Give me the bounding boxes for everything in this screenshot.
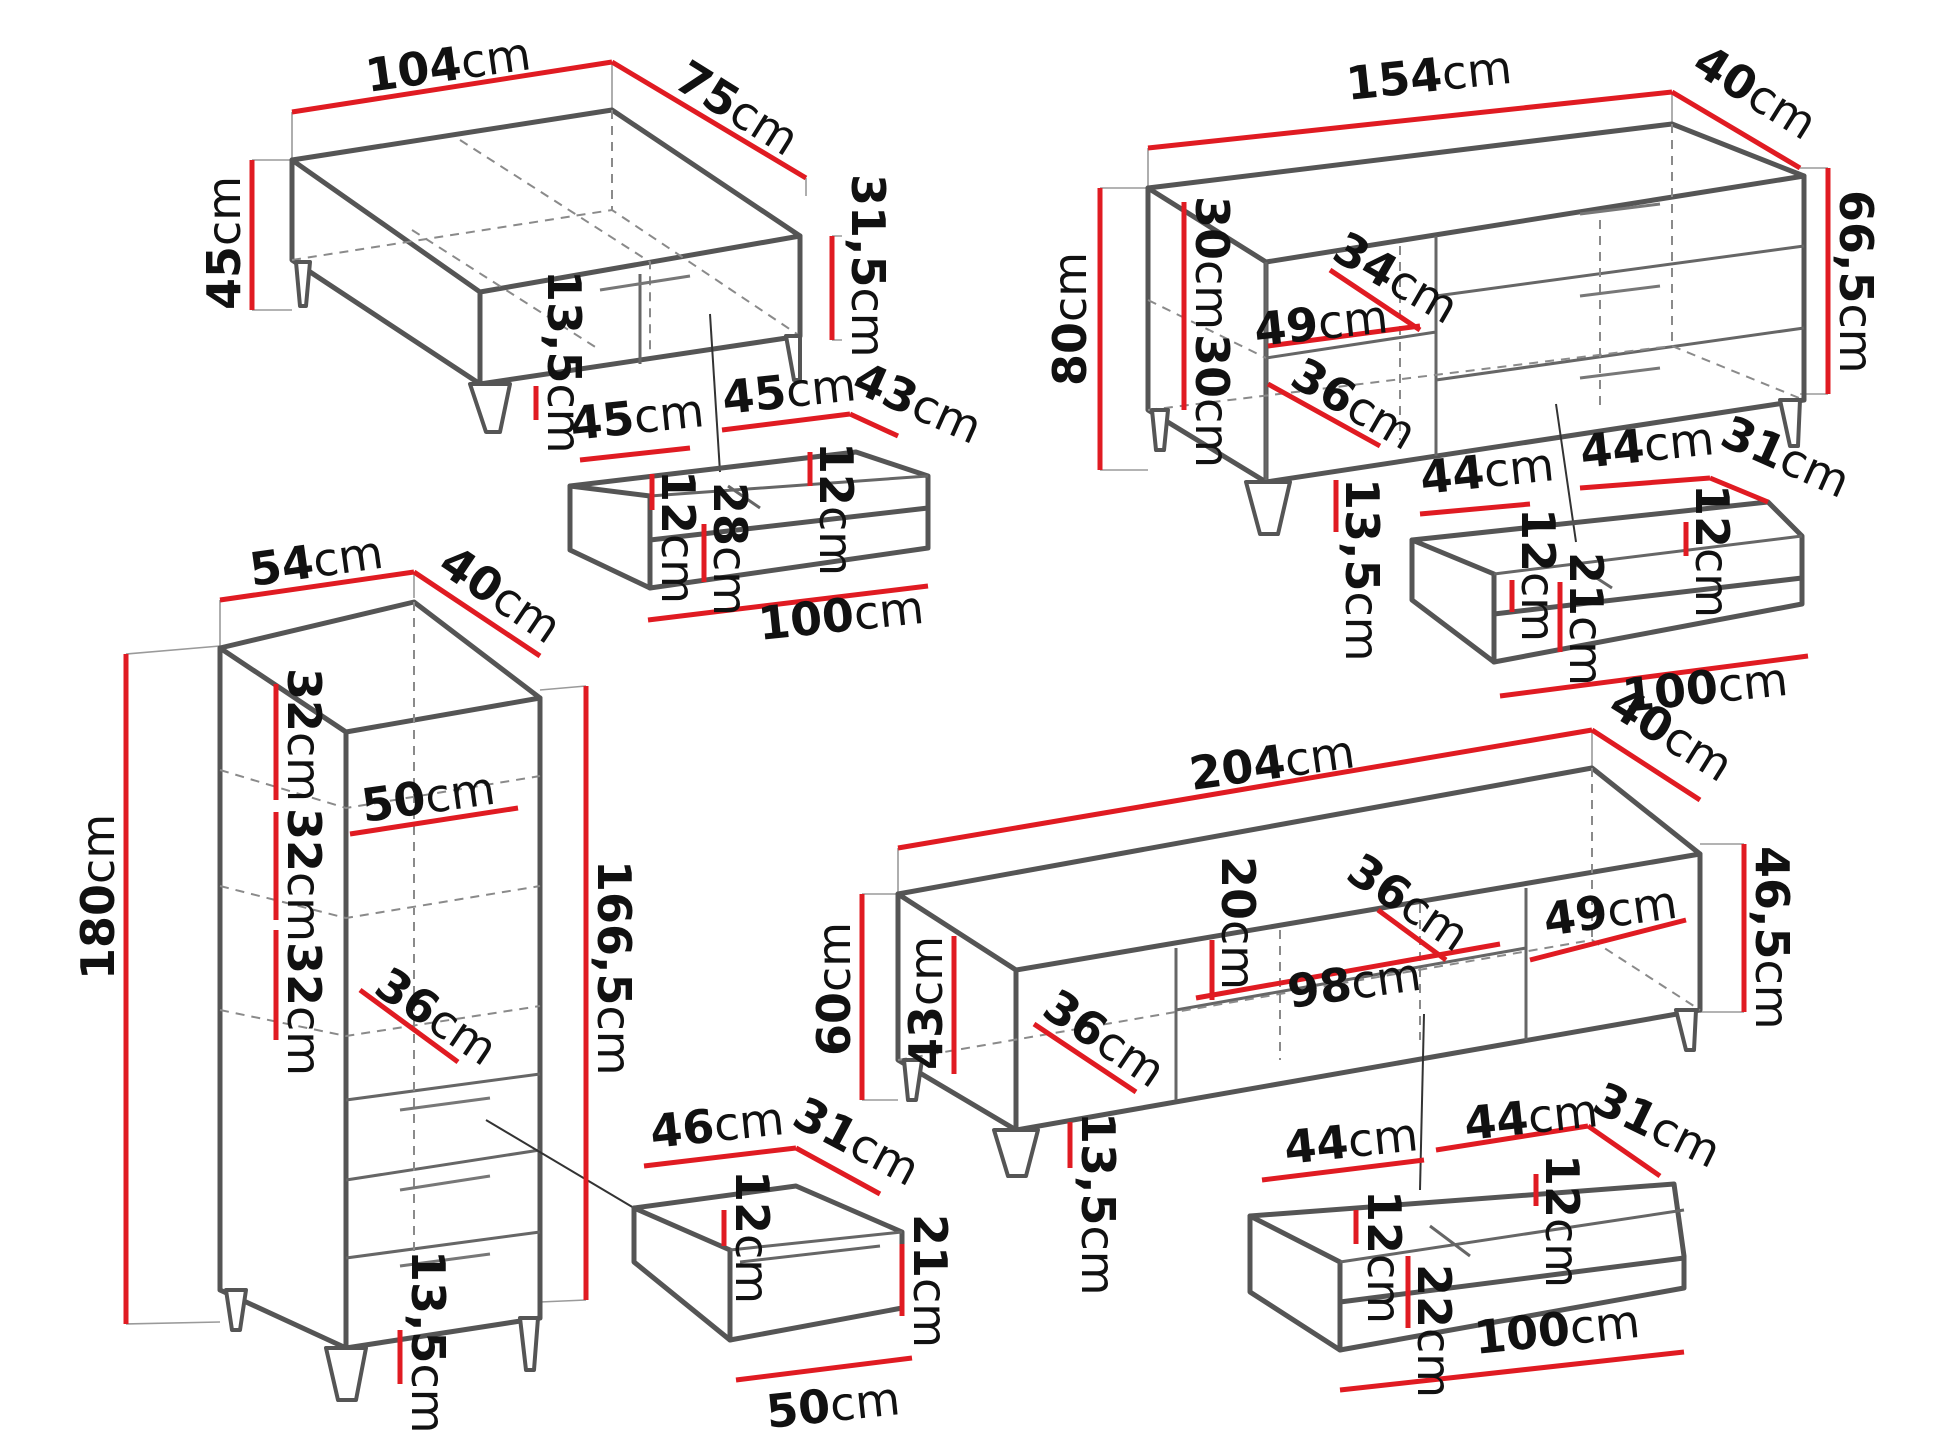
cabinet-shelf-depth-label: 36cm bbox=[366, 956, 507, 1076]
tv-stand-drawer-inner-right-label: 12cm bbox=[1535, 1154, 1589, 1288]
coffee-table-depth-label: 75cm bbox=[666, 50, 808, 167]
cabinet-shelf-3-label: 32cm bbox=[277, 942, 331, 1076]
tv-stand-drawer-front-width-label: 100cm bbox=[1472, 1294, 1643, 1365]
cabinet-leg bbox=[324, 1346, 368, 1402]
tv-stand-height-label: 60cm bbox=[807, 922, 861, 1056]
tv-stand-leg bbox=[1674, 1008, 1698, 1052]
tv-stand-leg-height-label: 13,5cm bbox=[1071, 1112, 1125, 1296]
cabinet-leg-height-label: 13,5cm bbox=[401, 1250, 455, 1434]
tv-stand-right-width-label: 49cm bbox=[1540, 875, 1680, 947]
tv-stand-center-width-label: 98cm bbox=[1284, 947, 1424, 1019]
tv-stand-leg bbox=[902, 1058, 924, 1102]
tv-stand-width-label: 204cm bbox=[1186, 724, 1358, 801]
coffee-table-body-height-label: 31,5cm bbox=[841, 174, 895, 358]
coffee-table-drawer-left-width-label: 45cm bbox=[568, 383, 707, 451]
coffee-table-width-label: 104cm bbox=[362, 26, 534, 103]
cabinet-drawer-inner-height-label: 12cm bbox=[725, 1170, 779, 1304]
cabinet-drawer-front-height-label: 21cm bbox=[903, 1214, 957, 1348]
cabinet-drawer-width-label: 46cm bbox=[648, 1091, 787, 1159]
cabinet-width-label: 54cm bbox=[246, 525, 386, 597]
coffee-table-drawer-inner-left-label: 12cm bbox=[651, 470, 705, 604]
cabinet-shelf-width-label: 50cm bbox=[358, 761, 498, 833]
coffee-table-drawer-front-height-label: 28cm bbox=[703, 482, 757, 616]
chest-leg bbox=[1244, 480, 1292, 536]
tv-stand-leg bbox=[992, 1128, 1040, 1178]
tv-stand-side-height-label: 43cm bbox=[899, 936, 953, 1070]
chest-leg-height-label: 13,5cm bbox=[1335, 478, 1389, 662]
chest-drawing bbox=[1100, 92, 1828, 543]
chest-shelf-depth-label: 36cm bbox=[1283, 347, 1426, 461]
chest-body-height-label: 66,5cm bbox=[1829, 190, 1883, 374]
chest-drawer-front-height-label: 21cm bbox=[1559, 552, 1613, 686]
chest-width-label: 154cm bbox=[1344, 40, 1515, 111]
dimension-lines bbox=[123, 59, 1831, 1393]
coffee-table-leg bbox=[784, 334, 802, 382]
coffee-table-drawer-front-width-label: 100cm bbox=[756, 580, 927, 651]
chest-drawer-front-width-label: 100cm bbox=[1620, 652, 1791, 723]
chest-drawer-left-width-label: 44cm bbox=[1418, 437, 1557, 505]
coffee-table-leg bbox=[468, 382, 512, 434]
tv-stand-center-depth-label: 36cm bbox=[1338, 842, 1479, 962]
tv-stand-drawer bbox=[1247, 1181, 1687, 1353]
tv-stand-drawing bbox=[862, 730, 1744, 1191]
tv-stand-drawer-left-width-label: 44cm bbox=[1282, 1107, 1421, 1175]
chest-drawer-inner-left-label: 12cm bbox=[1511, 508, 1565, 642]
chest-drawer-right-width-label: 44cm bbox=[1578, 411, 1717, 479]
cabinet-leg bbox=[518, 1316, 540, 1372]
chest-height-label: 80cm bbox=[1043, 252, 1097, 386]
tv-stand-drawer-inner-left-label: 12cm bbox=[1357, 1190, 1411, 1324]
cabinet-shelf-1-label: 32cm bbox=[277, 668, 331, 802]
cabinet-body-height-label: 166,5cm bbox=[587, 860, 641, 1076]
chest-compartment-width-label: 49cm bbox=[1252, 289, 1391, 357]
coffee-table-height-label: 45cm bbox=[197, 176, 251, 310]
cabinet-drawing bbox=[125, 572, 635, 1402]
coffee-table-drawer-right-width-label: 45cm bbox=[720, 357, 859, 425]
chest-leg bbox=[1778, 398, 1802, 448]
coffee-table-drawer-inner-right-label: 12cm bbox=[809, 442, 863, 576]
coffee-table-drawing bbox=[252, 62, 842, 473]
tv-stand-body-height-label: 46,5cm bbox=[1745, 846, 1799, 1030]
chest-handle bbox=[1579, 202, 1661, 380]
tv-stand-drawer-right-width-label: 44cm bbox=[1462, 1083, 1601, 1151]
chest-compartment-upper-label: 30cm bbox=[1185, 196, 1239, 330]
dimension-labels: 104cm 75cm 45cm 31,5cm 13,5cm 45cm 45cm … bbox=[71, 26, 1883, 1439]
coffee-table-drawer-handle bbox=[599, 274, 691, 292]
tv-stand-drawer-front-height-label: 22cm bbox=[1407, 1264, 1461, 1398]
coffee-table-leg-height-label: 13,5cm bbox=[537, 270, 591, 454]
cabinet-leg bbox=[224, 1288, 248, 1332]
cabinet-handle bbox=[399, 1096, 491, 1268]
chest-drawer-inner-right-label: 12cm bbox=[1685, 484, 1739, 618]
coffee-table-leg bbox=[294, 260, 312, 308]
cabinet-drawer-front-width-label: 50cm bbox=[764, 1371, 903, 1439]
coffee-table-top bbox=[289, 107, 803, 295]
chest-compartment-lower-label: 30cm bbox=[1185, 334, 1239, 468]
cabinet-height-label: 180cm bbox=[71, 814, 125, 980]
tv-stand-drawer-depth-label: 31cm bbox=[1585, 1071, 1729, 1178]
chest-leg bbox=[1150, 408, 1170, 452]
chest-top bbox=[1145, 121, 1807, 265]
tv-stand-center-height-label: 20cm bbox=[1211, 856, 1265, 990]
coffee-table-drawer-depth-label: 43cm bbox=[846, 351, 990, 455]
chest-depth-label: 40cm bbox=[1684, 34, 1826, 151]
cabinet-shelf-2-label: 32cm bbox=[277, 808, 331, 942]
